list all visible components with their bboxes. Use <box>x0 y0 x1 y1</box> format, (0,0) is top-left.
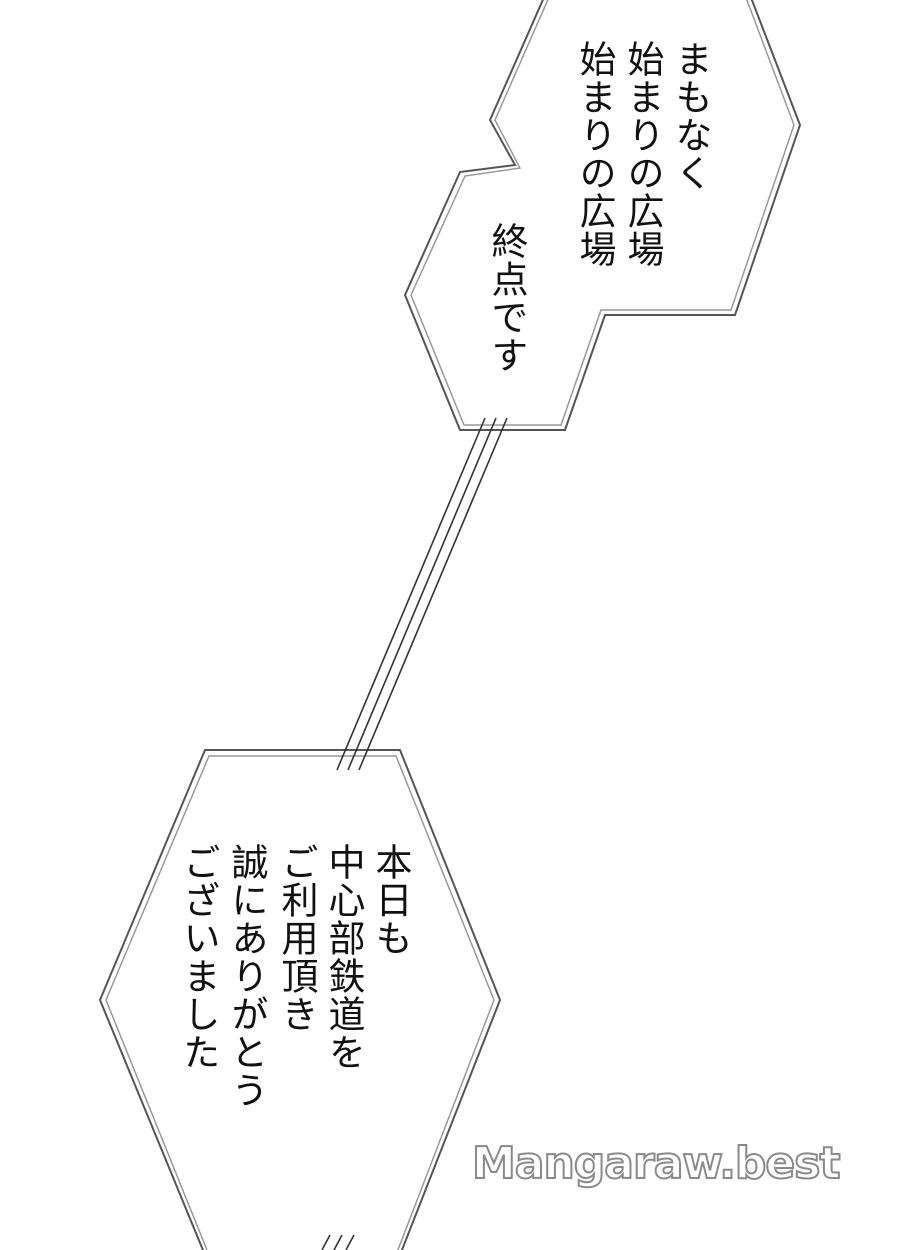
bubble-top-line-1: まもなく <box>669 40 712 192</box>
bubble-top-line-2: 始まりの広場 <box>621 40 664 268</box>
bubble-bottom-line-1: 本日も <box>369 843 412 957</box>
bubble-bottom-line-3: ご利用頂き <box>275 843 318 1033</box>
bubble-top-sub: 終点です <box>485 222 528 374</box>
bubble-top-line-3: 始まりの広場 <box>573 40 616 268</box>
bubble-connector-lines <box>321 417 508 1250</box>
bubble-bottom-line-2: 中心部鉄道を <box>322 843 365 1071</box>
speech-bubble-top <box>403 0 802 431</box>
watermark: Mangaraw.best <box>471 1137 841 1190</box>
speech-bubble-bottom <box>98 749 502 1250</box>
bubble-bottom-line-4: 誠にありがとう <box>225 843 268 1109</box>
bubble-bottom-line-5: ございました <box>177 843 220 1071</box>
